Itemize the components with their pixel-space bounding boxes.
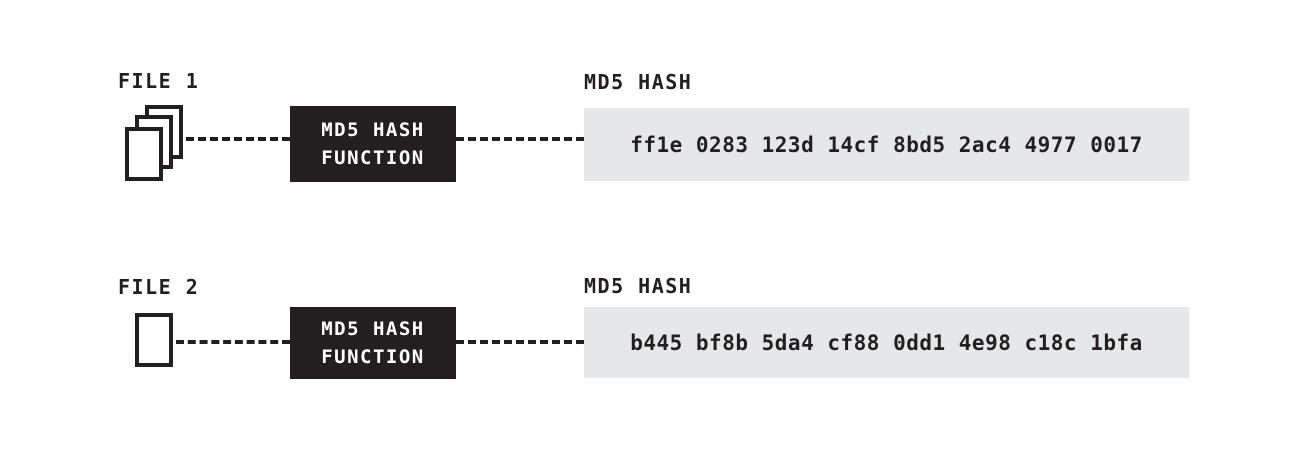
hash-value-box: ff1e 0283 123d 14cf 8bd5 2ac4 4977 0017 <box>584 108 1189 181</box>
file-2-label: FILE 2 <box>118 275 200 299</box>
hash-value: b445 bf8b 5da4 cf88 0dd1 4e98 c18c 1bfa <box>630 330 1143 355</box>
file-2-row: FILE 2 MD5 HASH FUNCTION MD5 HASH b445 b… <box>0 233 1296 466</box>
stacked-documents-icon <box>125 105 183 181</box>
md5-hash-label: MD5 HASH <box>584 70 693 94</box>
hash-value: ff1e 0283 123d 14cf 8bd5 2ac4 4977 0017 <box>630 132 1143 157</box>
function-box-line-2: FUNCTION <box>321 147 425 169</box>
function-box-line-1: MD5 HASH <box>321 318 425 340</box>
connector-function-to-hash <box>456 137 584 141</box>
single-document-icon <box>135 313 173 367</box>
file-1-row: FILE 1 MD5 HASH FUNCTION MD5 HASH ff1e 0… <box>118 69 1189 182</box>
md5-hash-function-box: MD5 HASH FUNCTION <box>290 307 456 379</box>
connector-file-to-function <box>186 137 290 141</box>
md5-hash-function-box: MD5 HASH FUNCTION <box>290 106 456 182</box>
file-1-label: FILE 1 <box>118 69 200 93</box>
function-box-line-2: FUNCTION <box>321 346 425 368</box>
connector-function-to-hash <box>456 340 584 344</box>
hash-value-box: b445 bf8b 5da4 cf88 0dd1 4e98 c18c 1bfa <box>584 307 1189 378</box>
function-box-line-1: MD5 HASH <box>321 119 425 141</box>
md5-hash-label: MD5 HASH <box>584 274 693 298</box>
connector-file-to-function <box>176 340 290 344</box>
